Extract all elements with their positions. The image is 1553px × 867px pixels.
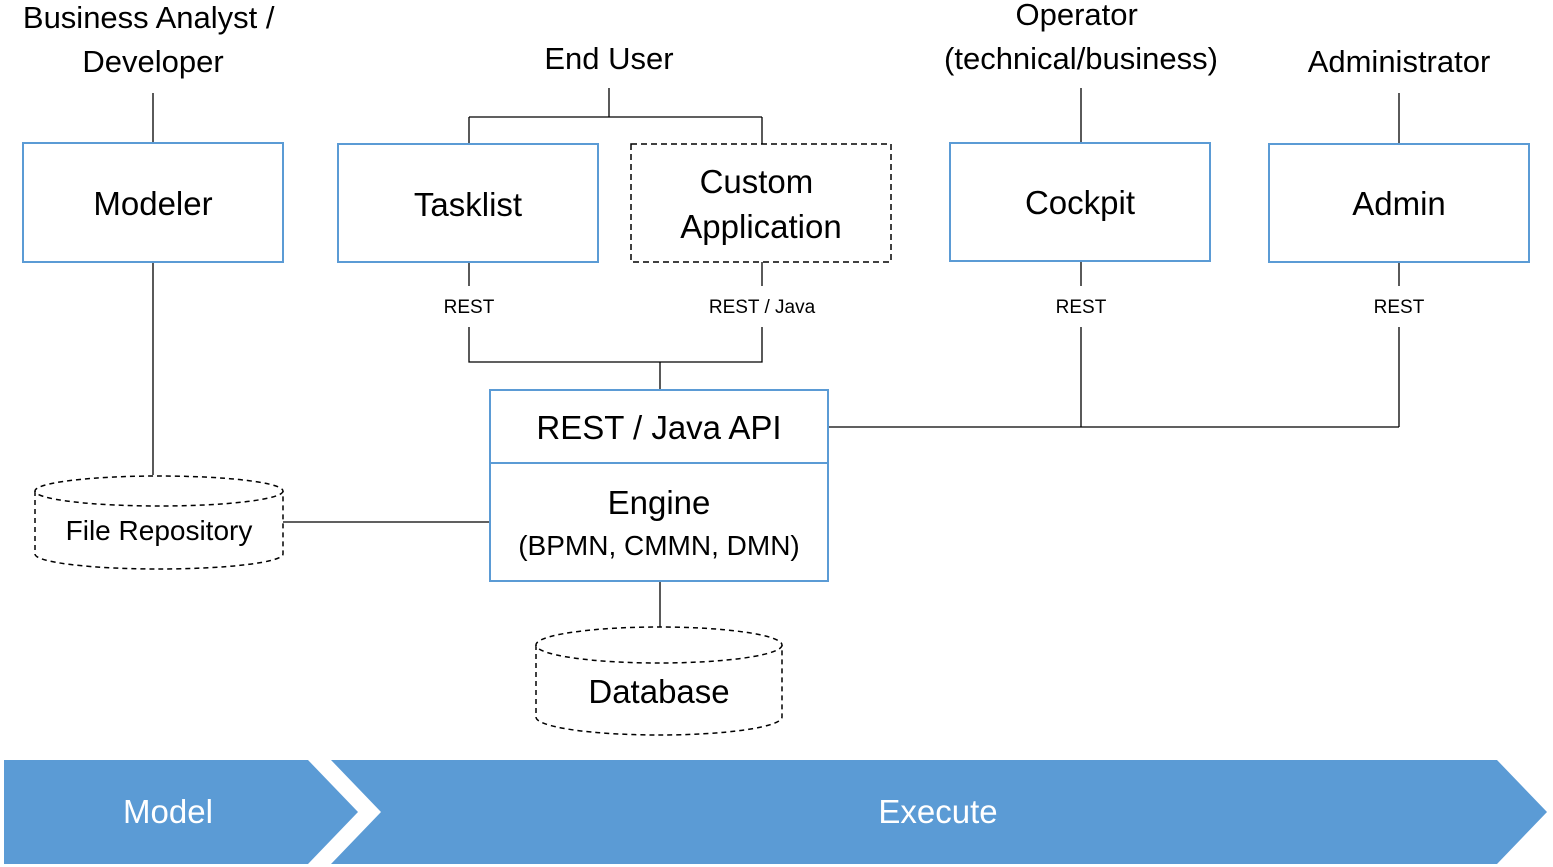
connector-api-cockpit-admin <box>829 327 1400 428</box>
phase-execute-label: Execute <box>878 793 997 830</box>
box-admin: Admin <box>1268 143 1530 263</box>
protocol-custom-app: REST / Java <box>709 297 816 318</box>
box-tasklist: Tasklist <box>337 143 599 263</box>
phase-model-label: Model <box>123 793 213 830</box>
database-label: Database <box>588 673 729 710</box>
file-repository-store <box>34 475 284 570</box>
protocol-admin: REST <box>1374 297 1425 318</box>
engine-standards-label: (BPMN, CMMN, DMN) <box>518 530 800 561</box>
database-store <box>535 626 783 736</box>
box-custom-application: Custom Application <box>630 143 892 263</box>
role-administrator: Administrator <box>1308 44 1491 79</box>
file-repository-label: File Repository <box>66 515 253 546</box>
api-box <box>489 389 829 464</box>
connector-enduser-apps <box>468 88 763 144</box>
box-modeler: Modeler <box>22 142 284 263</box>
connector-apps-api <box>468 327 763 390</box>
role-analyst: Business Analyst / Developer <box>23 0 283 79</box>
box-cockpit-label: Cockpit <box>1025 184 1135 221</box>
phase-model-arrow <box>4 760 358 864</box>
phase-execute-arrow <box>331 760 1547 864</box>
engine-label: Engine <box>608 484 711 521</box>
role-operator: Operator (technical/business) <box>944 0 1218 76</box>
api-label: REST / Java API <box>536 409 781 446</box>
engine-stack: REST / Java API Engine (BPMN, CMMN, DMN) <box>489 389 829 582</box>
box-cockpit: Cockpit <box>949 142 1211 262</box>
engine-box <box>489 462 829 582</box>
box-modeler-label: Modeler <box>93 185 212 222</box>
box-custom-application-label: Custom Application <box>680 163 841 245</box>
protocol-cockpit: REST <box>1056 297 1107 318</box>
role-end-user: End User <box>544 41 673 76</box>
connectors <box>152 88 1400 627</box>
box-admin-label: Admin <box>1352 185 1446 222</box>
protocol-tasklist: REST <box>444 297 495 318</box>
box-tasklist-label: Tasklist <box>414 186 522 223</box>
